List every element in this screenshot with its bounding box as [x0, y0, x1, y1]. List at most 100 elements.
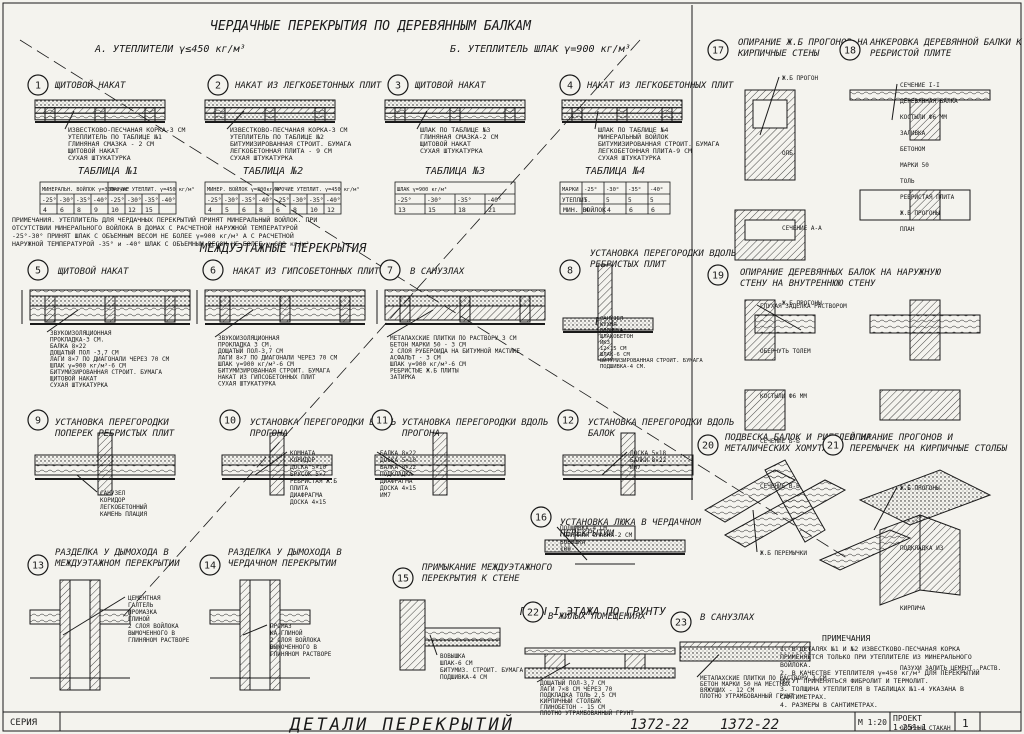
title-ground-floors: ПОЛЫ I ЭТАЖА ПО ГРУНТУ — [519, 605, 666, 618]
footer-title: ДЕТАЛИ ПЕРЕКРЫТИЙ — [288, 713, 515, 734]
detail-title: ЩИТОВОЙ НАКАТ — [54, 79, 126, 91]
table-title: ТАБЛИЦА №4 — [585, 166, 645, 177]
table-cell: -30° — [59, 197, 73, 204]
table-cell: -40° — [93, 197, 107, 204]
note-right-lines: 1. В ДЕТАЛЯХ №1 И №2 ИЗВЕСТКОВО-ПЕСЧАНАЯ… — [780, 645, 980, 709]
table-head-cell: -25° — [584, 187, 597, 193]
detail-number: 10 — [224, 416, 236, 427]
table-cell: -25° — [397, 197, 411, 204]
detail-number-circle — [27, 74, 49, 96]
detail-title: ЩИТОВОЙ НАКАТ — [57, 265, 129, 277]
detail-number: 22 — [527, 608, 539, 619]
table-head-cell: МИНЕР. ВОЙЛОК γ=300кг/м³ — [207, 186, 282, 193]
table-cell: 6 — [651, 206, 655, 214]
table-head-cell: МИНЕРАЛЬН. ВОЙЛОК γ=300кг/м³ — [42, 186, 129, 193]
footer-project-no: 1-251-1 — [893, 723, 927, 732]
table-head-cell: МАРКИ — [562, 187, 579, 193]
detail-number: 19 — [712, 271, 724, 282]
title-attic-floors: ЧЕРДАЧНЫЕ ПЕРЕКРЫТИЯ ПО ДЕРЕВЯННЫМ БАЛКА… — [210, 19, 532, 34]
detail-number-circle — [27, 259, 49, 281]
note-left-text: ПРИМЕЧАНИЯ. УТЕПЛИТЕЛЬ ДЛЯ ЧЕРДАЧНЫХ ПЕР… — [12, 215, 317, 248]
detail-number-circle — [219, 409, 241, 431]
detail-number-circle — [387, 74, 409, 96]
detail-number: 6 — [210, 266, 216, 277]
table-cell: -35° — [76, 197, 90, 204]
table-cell: 13 — [398, 206, 406, 214]
note-right: ПРИМЕЧАНИЯ 1. В ДЕТАЛЯХ №1 И №2 ИЗВЕСТКО… — [780, 634, 980, 709]
table-cell: 4 — [585, 206, 589, 214]
table-cell: 5 — [225, 206, 229, 214]
detail-number-circle — [27, 554, 49, 576]
detail-number: 15 — [397, 574, 409, 585]
detail-7: 7 В САНУЗЛАХ МЕТАЛАХСКИЕ ПЛИТКИ ПО РАСТВОР… — [376, 259, 546, 381]
note-right-title: ПРИМЕЧАНИЯ — [822, 634, 870, 643]
detail-title: НАКАТ ИЗ ГИПСОБЕТОННЫХ ПЛИТ — [232, 267, 380, 277]
table-cell: 10 — [111, 206, 119, 214]
table-cell: -35° — [144, 197, 158, 204]
table-cell: -25° — [110, 197, 124, 204]
table-cell: 4 — [208, 206, 212, 214]
detail-number-circle — [27, 409, 49, 431]
table-cell: 10 — [310, 206, 318, 214]
table-cell: -25° — [42, 197, 56, 204]
detail-number-circle — [530, 506, 552, 528]
detail-labels: Ж.Б ПЕРЕМЫЧКИ — [760, 550, 807, 557]
detail-number-circle — [199, 554, 221, 576]
detail-title: В САНУЗЛАХ — [410, 267, 465, 277]
detail-number-circle — [670, 611, 692, 633]
table-cell: 12 — [327, 206, 335, 214]
footer-code-2: 1372-22 — [720, 717, 779, 733]
detail-number: 7 — [387, 266, 393, 277]
detail-number-circle — [202, 259, 224, 281]
table-cell: 4 — [607, 206, 611, 214]
table-cell: -35° — [241, 197, 255, 204]
table-cell: 12 — [128, 206, 136, 214]
detail-number: 11 — [376, 416, 388, 427]
table-cell: 8 — [293, 206, 297, 214]
detail-number-circle — [522, 601, 544, 623]
table-cell: -25° — [207, 197, 221, 204]
table-cell: -40° — [487, 197, 501, 204]
table-cell: -40° — [258, 197, 272, 204]
footer-sheet-no: 1 — [962, 717, 969, 730]
table-cell: МИН. ВОЙЛОК — [563, 205, 606, 214]
title-interfloor: МЕЖДУЭТАЖНЫЕ ПЕРЕКРЫТИЯ — [199, 241, 367, 255]
